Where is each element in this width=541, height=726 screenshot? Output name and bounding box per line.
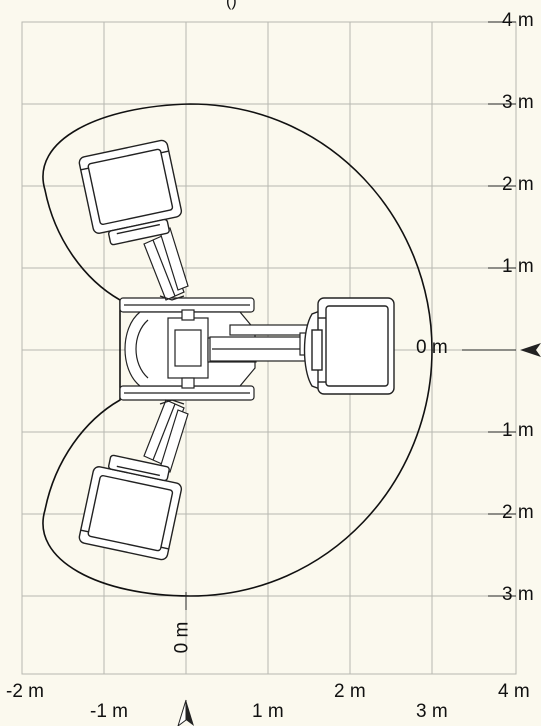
front-boom xyxy=(209,324,313,362)
front-basket xyxy=(303,297,395,395)
axis-label-right-1m-bottom: 1 m xyxy=(502,420,534,441)
lower-basket xyxy=(78,454,183,561)
axis-label-right-4m: 4 m xyxy=(502,10,534,31)
axis-label-right-3m-top: 3 m xyxy=(502,92,534,113)
axis-label-right-1m-top: 1 m xyxy=(502,256,534,277)
axis-label-bottom-minus-1m: -1 m xyxy=(90,701,128,722)
axis-label-bottom-3m: 3 m xyxy=(416,701,448,722)
vertical-zero-label: 0 m xyxy=(171,621,193,654)
upper-basket xyxy=(78,139,183,246)
axis-label-bottom-2m: 2 m xyxy=(334,681,366,702)
axis-label-bottom-minus-2m: -2 m xyxy=(6,681,44,702)
lower-boom xyxy=(143,399,189,473)
axis-label-right-3m-bottom: 3 m xyxy=(502,584,534,605)
bottom-pointer-icon xyxy=(177,699,194,726)
upper-boom xyxy=(143,227,189,301)
axis-label-right-2m-top: 2 m xyxy=(502,174,534,195)
right-pointer-icon xyxy=(520,343,541,357)
center-zero-label: 0 m xyxy=(416,337,448,358)
grid-lines xyxy=(21,21,517,675)
axis-label-bottom-1m: 1 m xyxy=(252,701,284,722)
axis-label-right-2m-bottom: 2 m xyxy=(502,502,534,523)
work-envelope-outline xyxy=(42,103,433,597)
top-label: () xyxy=(226,0,237,10)
axis-label-bottom-4m: 4 m xyxy=(498,681,530,702)
right-axis-ticks xyxy=(462,21,516,597)
